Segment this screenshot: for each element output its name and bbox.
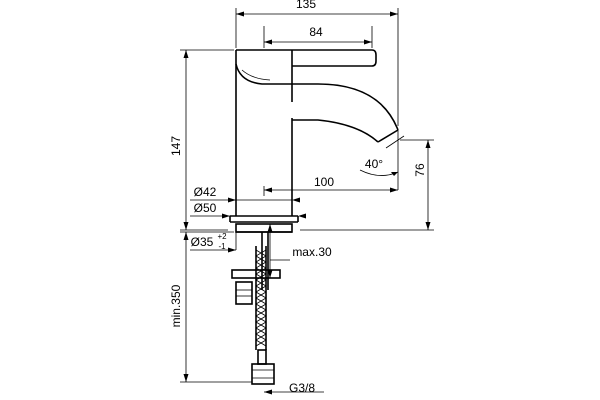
dim-body-diameter: Ø42 [194,185,217,199]
dim-hose-length: min.350 [169,284,183,327]
dim-max-deck: max.30 [292,245,332,259]
faucet-body [229,49,405,223]
dim-handle-length: 84 [309,25,323,39]
dim-hole-diameter: Ø35 [191,235,214,249]
dim-total-height: 147 [169,136,183,156]
flex-hose [251,246,275,385]
dimension-labels: 135 84 147 76 40° 100 Ø42 Ø50 Ø35 +2 -1 … [169,0,427,395]
dim-outlet-angle: 40° [365,157,383,171]
dim-overall-width: 135 [296,0,316,11]
dim-hole-tol-plus: +2 [217,232,227,241]
dim-thread: G3/8 [289,381,315,395]
dimension-lines [180,8,434,395]
dim-hole-tol-minus: -1 [218,242,226,251]
dim-base-diameter: Ø50 [194,201,217,215]
dim-spout-reach: 100 [314,175,334,189]
dim-outlet-height: 76 [413,163,427,177]
